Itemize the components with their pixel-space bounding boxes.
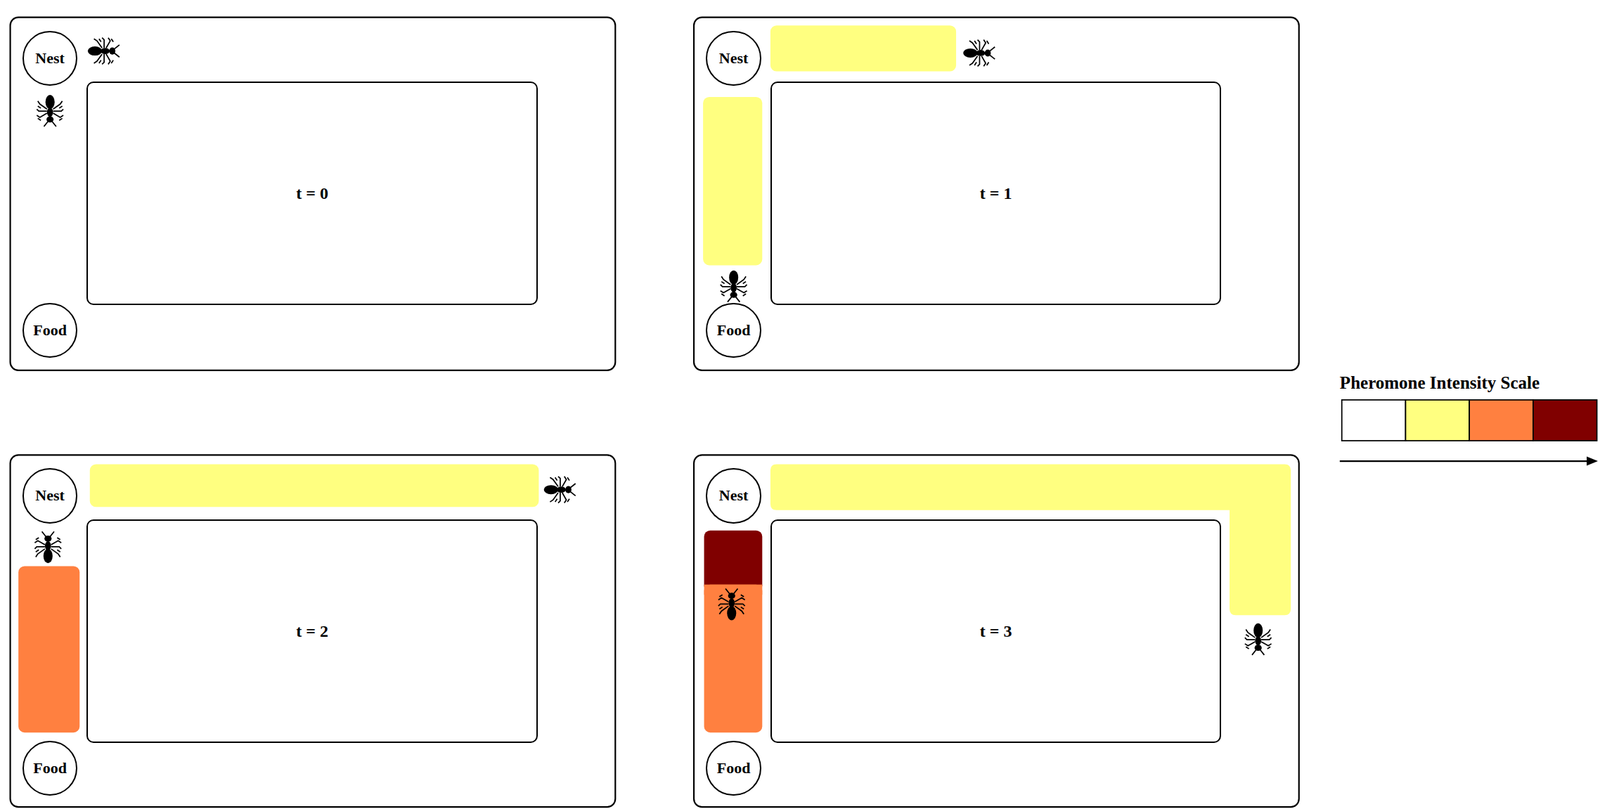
pheromone-trail — [18, 566, 80, 734]
nest-circle: Nest — [705, 30, 761, 86]
scale-swatch — [1342, 400, 1406, 441]
ant — [1244, 623, 1272, 656]
nest-circle: Nest — [22, 30, 78, 86]
arena-outline — [693, 17, 1300, 371]
scale-arrow — [1339, 460, 1589, 462]
ant — [544, 476, 576, 504]
panel — [693, 454, 1300, 808]
panel — [10, 17, 616, 371]
location-name: Nest — [719, 49, 749, 67]
pheromone-trail — [702, 97, 763, 266]
time-step-label: t = 2 — [295, 622, 329, 641]
nest-circle: Nest — [22, 468, 78, 524]
location-name: Food — [33, 321, 67, 339]
time-step-box: t = 1 — [770, 81, 1222, 306]
ant — [720, 270, 748, 303]
ant — [36, 94, 64, 127]
location-name: Nest — [35, 487, 65, 505]
food-circle: Food — [22, 740, 78, 796]
scale-arrowhead — [1586, 456, 1598, 467]
nest-circle: Nest — [705, 468, 761, 524]
arena-outline — [693, 454, 1300, 808]
time-step-box: t = 3 — [770, 519, 1222, 744]
pheromone-trail — [704, 530, 763, 592]
arena-outline — [10, 17, 616, 371]
time-step-label: t = 0 — [295, 184, 329, 203]
ant — [963, 40, 995, 67]
food-circle: Food — [705, 740, 761, 796]
location-name: Food — [717, 759, 751, 777]
panel — [10, 454, 616, 808]
panel — [693, 17, 1300, 371]
arena-outline — [10, 454, 616, 808]
time-step-box: t = 0 — [86, 81, 538, 306]
food-circle: Food — [22, 302, 78, 358]
ant — [34, 531, 62, 564]
time-step-box: t = 2 — [86, 519, 538, 744]
intensity-scale — [1339, 400, 1598, 467]
pheromone-trail — [770, 25, 957, 72]
location-name: Food — [717, 321, 751, 339]
ant — [718, 588, 746, 621]
pheromone-trail — [704, 584, 763, 733]
location-name: Nest — [35, 49, 65, 67]
scale-swatch — [1533, 400, 1598, 441]
location-name: Food — [33, 759, 67, 777]
food-circle: Food — [705, 302, 761, 358]
scale-swatch — [1469, 400, 1534, 441]
pheromone-trail — [89, 463, 540, 507]
time-step-label: t = 1 — [979, 184, 1013, 203]
ant — [87, 37, 120, 65]
time-step-label: t = 3 — [979, 622, 1013, 641]
scale-swatch — [1405, 400, 1470, 441]
scale-title: Pheromone Intensity Scale — [1339, 373, 1540, 393]
location-name: Nest — [719, 487, 749, 505]
